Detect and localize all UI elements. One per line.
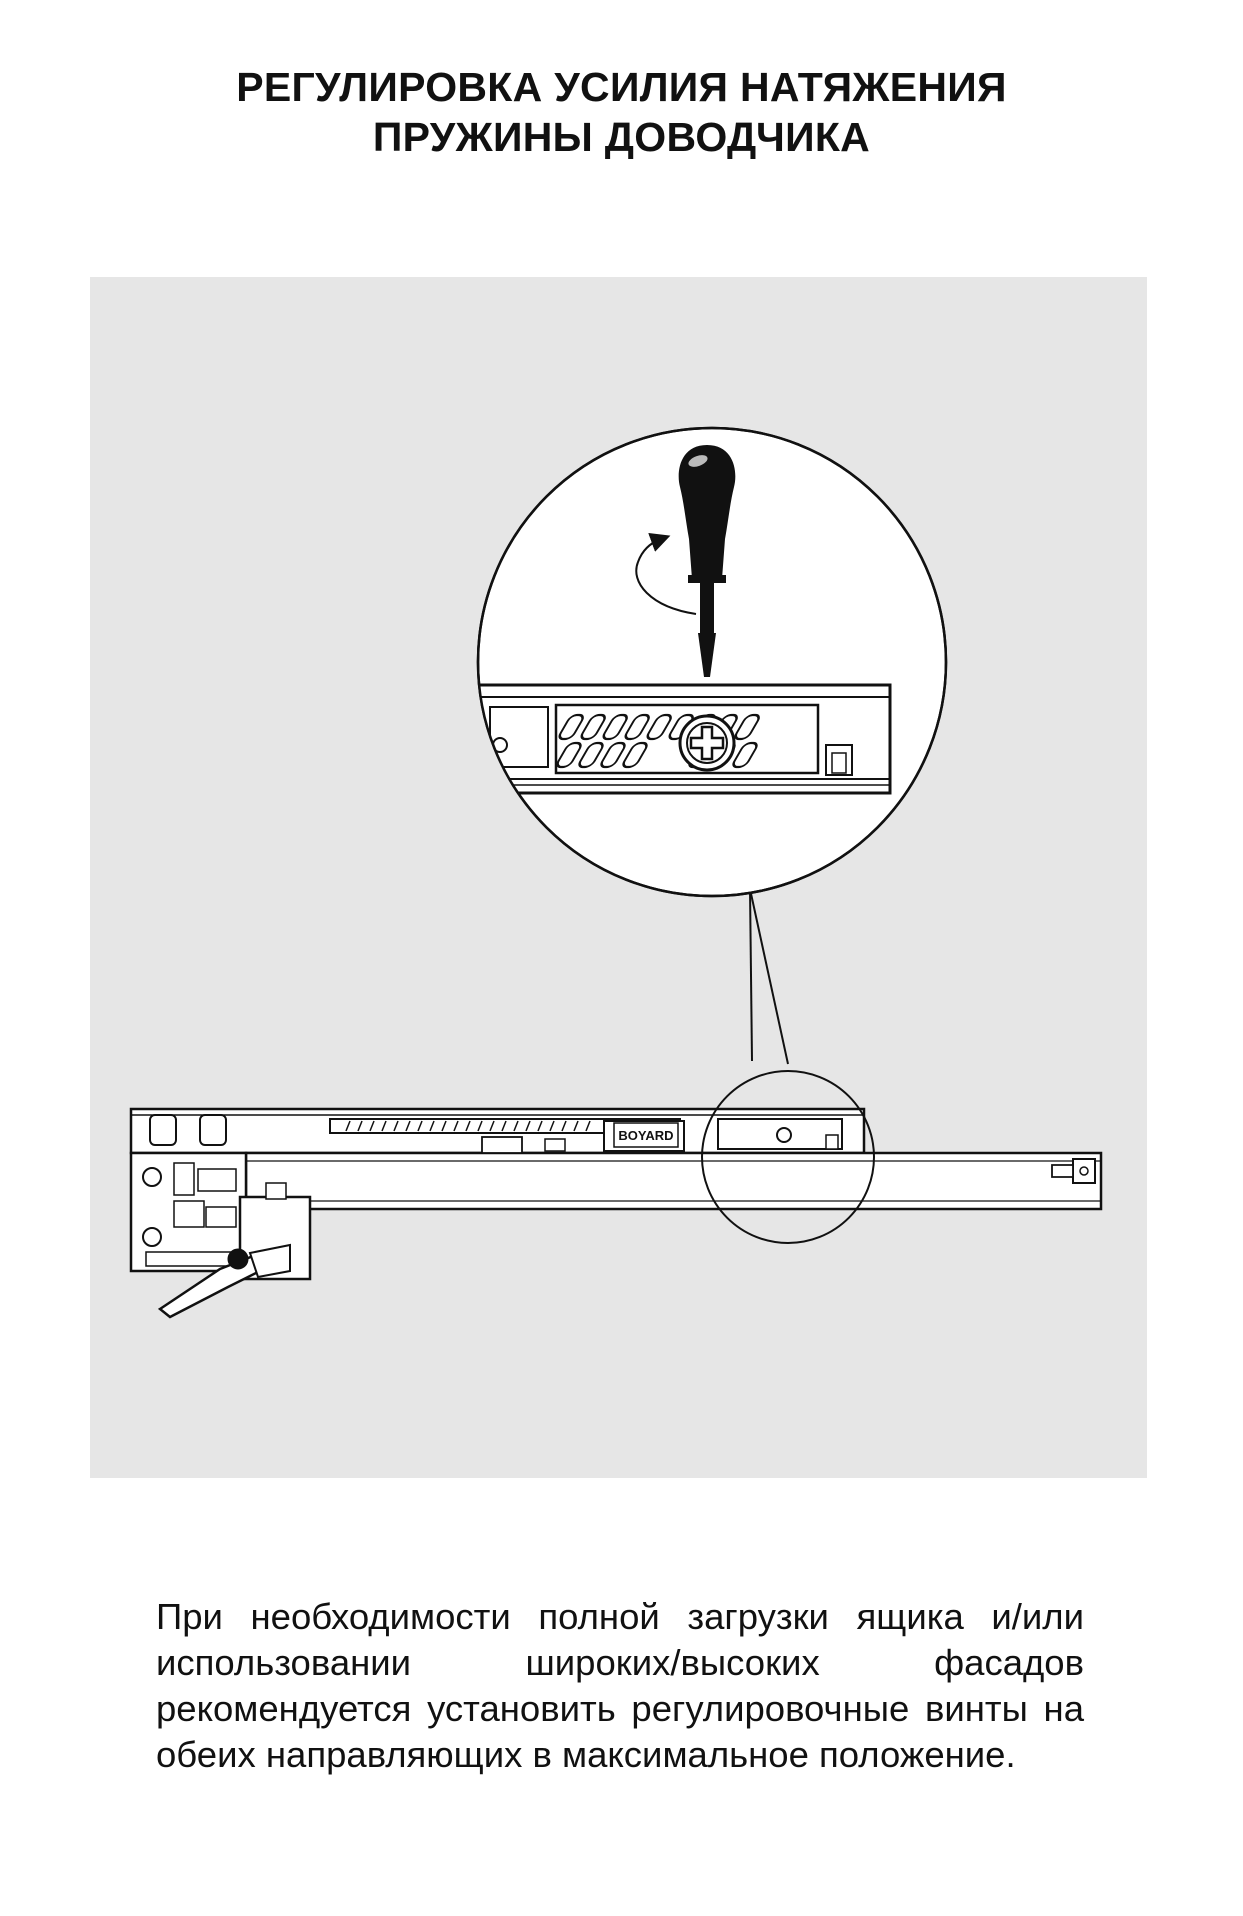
title-line-2: ПРУЖИНЫ ДОВОДЧИКА [372, 114, 871, 160]
rotation-arrow-icon [635, 533, 697, 615]
screwdriver-icon [678, 445, 736, 677]
callout-leader-line [749, 888, 753, 1062]
instruction-paragraph: При необходимости полной загрузки ящика … [156, 1596, 1084, 1775]
drawer-runner-diagram: BOYARD [129, 426, 1103, 1319]
callout-circle [701, 1070, 875, 1244]
title-line-1: РЕГУЛИРОВКА УСИЛИЯ НАТЯЖЕНИЯ [236, 64, 1007, 110]
brand-plate: BOYARD [613, 1122, 679, 1148]
runner-assembly [129, 1107, 1103, 1319]
adjustment-screw-icon [678, 714, 736, 772]
zoom-detail-circle [476, 426, 948, 898]
brand-label: BOYARD [618, 1128, 673, 1143]
page-title: РЕГУЛИРОВКА УСИЛИЯ НАТЯЖЕНИЯ ПРУЖИНЫ ДОВ… [0, 62, 1243, 162]
illustration-panel: BOYARD [90, 277, 1147, 1478]
